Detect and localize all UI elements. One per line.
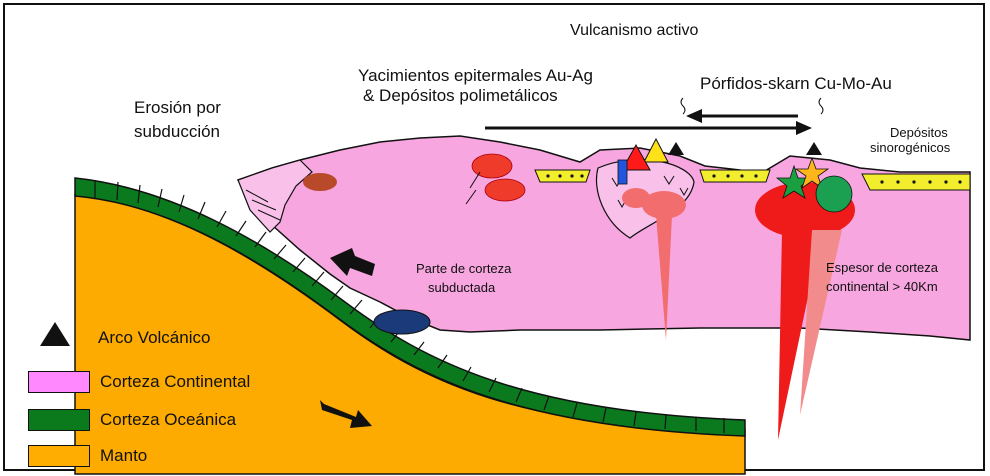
sediment-basin-2 xyxy=(700,170,770,182)
label-erosion-line1: Erosión por xyxy=(134,98,221,118)
label-vulcanismo: Vulcanismo activo xyxy=(570,22,698,40)
polymetallic-blue-rect xyxy=(618,160,627,184)
label-espesor-line2: continental > 40Km xyxy=(826,280,938,295)
legend-swatch-continental xyxy=(28,371,90,393)
legend-label-manto: Manto xyxy=(100,446,147,466)
label-espesor-line1: Espesor de corteza xyxy=(826,261,938,276)
legend-row-manto: Manto xyxy=(28,444,147,468)
legend-label-arco: Arco Volcánico xyxy=(98,328,210,348)
label-depositos-line2: sinorogénicos xyxy=(870,141,950,156)
subducted-crust-blob xyxy=(374,310,430,334)
legend-label-oceanica: Corteza Oceánica xyxy=(100,410,236,430)
label-porfidos: Pórfidos-skarn Cu-Mo-Au xyxy=(700,74,892,94)
legend-swatch-manto xyxy=(28,445,90,467)
sediment-basin-3 xyxy=(862,174,970,190)
label-parte-line1: Parte de corteza xyxy=(416,262,511,277)
legend-swatch-oceanica xyxy=(28,409,90,431)
magma-chamber-salmon-2 xyxy=(642,191,686,219)
legend-row-oceanica: Corteza Oceánica xyxy=(28,408,236,432)
legend-row-continental: Corteza Continental xyxy=(28,370,250,394)
legend-label-continental: Corteza Continental xyxy=(100,372,250,392)
volcanic-arc-triangle-1 xyxy=(668,142,684,155)
vent-squiggle-2 xyxy=(819,98,823,114)
porfidos-left-arrow xyxy=(686,109,798,123)
arc-migration-arrow xyxy=(485,121,812,135)
label-yacimientos-line1: Yacimientos epitermales Au-Ag xyxy=(358,66,593,86)
pluton-red-2 xyxy=(485,179,525,201)
label-depositos-line1: Depósitos xyxy=(890,126,948,141)
label-parte-line2: subductada xyxy=(428,281,495,296)
label-erosion-line2: subducción xyxy=(134,122,220,142)
volcanic-arc-triangle-2 xyxy=(806,142,822,155)
label-yacimientos-line2: & Depósitos polimetálicos xyxy=(363,86,558,106)
pluton-brown xyxy=(303,173,337,191)
legend-arrow-triangle xyxy=(40,322,70,346)
vent-squiggle-1 xyxy=(681,98,685,114)
porphyry-circle-green xyxy=(816,176,852,212)
